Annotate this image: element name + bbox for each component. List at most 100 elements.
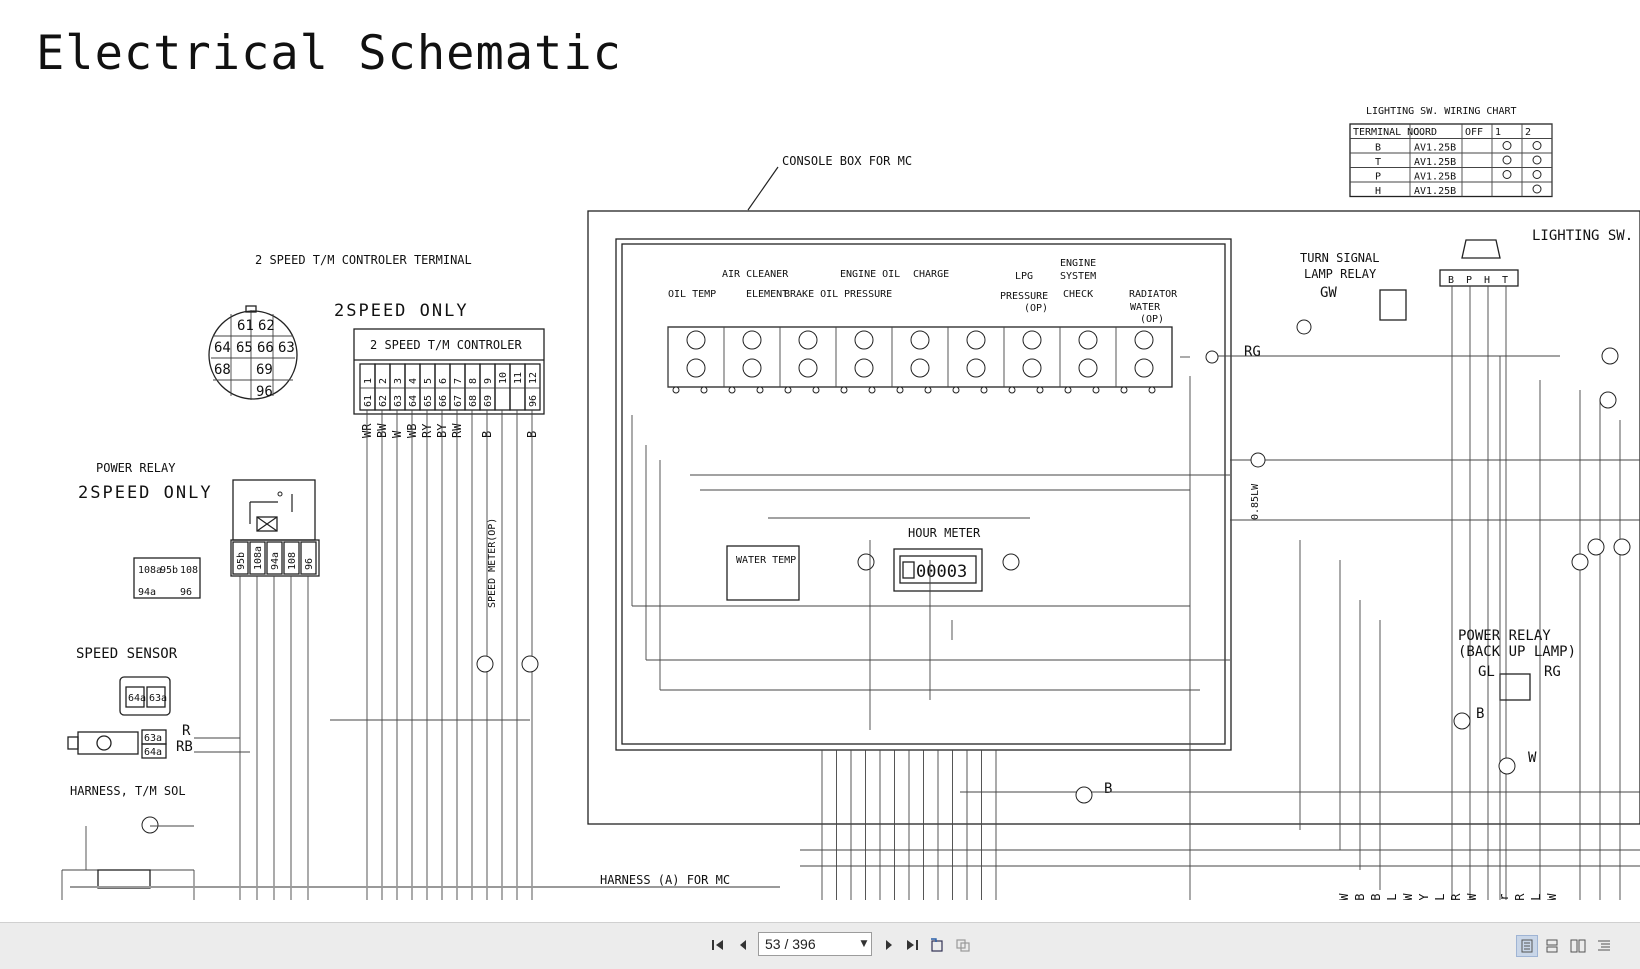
controller-label: 2 SPEED T/M CONTROLER [370,338,522,352]
wiring-chart-header: 1 [1495,127,1501,138]
rotate-icon[interactable] [926,934,948,956]
controller-wire: 63 [393,395,404,407]
terminal-cell: 68 [214,362,231,378]
harness-tm-sol-label: HARNESS, T/M SOL [70,784,186,798]
speed-sensor-label: SPEED SENSOR [76,646,178,662]
terminal-cell: 96 [256,384,273,400]
single-page-icon[interactable] [1516,935,1538,957]
wiring-chart-header: OFF [1465,127,1483,138]
indicator-label: OIL TEMP [668,289,716,300]
controller-wire: 66 [438,395,449,407]
wiring-chart-header: 2 [1525,127,1531,138]
wiring-chart-terminal: B [1375,143,1381,154]
relay-pin: 94a [270,552,281,570]
terminal-cell: 65 [236,340,253,356]
relay-block-cell: 95b [160,565,178,576]
terminal-cell: 62 [258,318,275,334]
controller-pin: 7 [453,378,464,384]
wiring-chart-cord: AV1.25B [1414,186,1456,197]
indicator-label: (OP) [1024,303,1048,314]
chevron-down-icon[interactable]: ▼ [860,939,868,949]
bottom-wire-color: BR [1449,893,1463,900]
controller-wire: 62 [378,395,389,407]
lamp-relay-label: LAMP RELAY [1304,267,1377,281]
relay-block-cell: 108a [138,565,162,576]
svg-text:GL: GL [1478,664,1495,680]
terminal-cell: 61 [237,318,254,334]
prev-page-icon[interactable] [732,934,754,956]
indicator-label: (OP) [1140,314,1164,325]
bottom-wire-color: GL [1433,894,1447,900]
indicator-label: CHECK [1063,289,1093,300]
bottom-wire-color: GW [1401,893,1415,900]
two-page-icon[interactable] [1567,935,1589,957]
svg-text:64a: 64a [128,693,146,704]
horizontal-scrollbar[interactable] [70,886,780,888]
backup-relay [1499,673,1531,701]
terminal-cell: 64 [214,340,231,356]
relay-pin: 108a [253,546,264,570]
relay-pin: 96 [304,558,315,570]
wiring-chart-cord: AV1.25B [1414,172,1456,183]
terminal-cell: 69 [256,362,273,378]
harness-a-label: HARNESS (A) FOR MC [600,873,730,887]
indicator-label: CHARGE [913,269,949,280]
hour-meter [893,548,983,592]
water-temp-gauge [726,545,800,601]
indicator-label: SYSTEM [1060,271,1096,282]
indicator-label: BRAKE OIL [784,289,838,300]
wiring-chart-terminal: T [1375,157,1381,168]
svg-text:R: R [182,723,191,739]
page-title: Electrical Schematic [36,26,622,81]
svg-text:RB: RB [176,739,193,755]
speed-sensor-connector [119,676,171,716]
continuous-icon[interactable] [1541,935,1563,957]
fit-icon[interactable] [952,934,974,956]
lighting-switch-connector [1439,269,1519,287]
first-page-icon[interactable] [707,934,729,956]
controller-pin: 10 [498,372,509,384]
svg-text:63a: 63a [149,693,167,704]
relay-symbol [232,479,316,541]
page-number-field[interactable]: 53 / 396 ▼ [758,932,872,956]
pdf-toolbar: 53 / 396 ▼ [0,922,1640,969]
controller-wire: 96 [528,395,539,407]
relay-block-cell: 96 [180,587,192,598]
bottom-wire-color: GB [1353,894,1367,900]
indicator-label: LPG [1015,271,1033,282]
backup-lamp-label: (BACK UP LAMP) [1458,644,1576,660]
next-page-icon[interactable] [878,934,900,956]
controller-pin: 3 [393,378,404,384]
wiring-chart-cord: AV1.25B [1414,157,1456,168]
indicator-label: WATER [1130,302,1161,313]
controller-wire: 61 [363,395,374,407]
relay-two-speed-label: 2SPEED ONLY [78,483,213,503]
bottom-wire-color: RW [1337,893,1351,900]
relay-pin: 108 [287,552,298,570]
controller-wire: 68 [468,395,479,407]
indicator-label: ENGINE OIL [840,269,900,280]
wiring-chart-terminal: P [1375,172,1381,183]
indicator-label: ENGINE [1060,258,1096,269]
bottom-wire-color: BR [1513,893,1527,900]
controller-pin: 8 [468,378,479,384]
power-relay-label: POWER RELAY [96,461,176,475]
console-box [587,210,1640,825]
relay-block-cell: 94a [138,587,156,598]
controller-pin: 4 [408,378,419,384]
controller-pin: 1 [363,378,374,384]
document-viewer[interactable]: Electrical Schematic 2 SPEED T/M CONTROL… [0,0,1640,922]
controller-pin: 12 [528,372,539,384]
last-page-icon[interactable] [901,934,923,956]
controller-wire: 65 [423,395,434,407]
lighting-pin: B [1448,275,1454,286]
bottom-wire-color: GW [1545,893,1559,900]
controller-wire: 69 [483,395,494,407]
hour-meter-value: 00003 [916,562,967,582]
bottom-wire-color: BY [1417,893,1431,900]
outline-icon[interactable] [1593,935,1615,957]
page-indicator[interactable]: 53 / 396 [765,936,816,952]
controller-box [353,328,545,415]
wiring-chart-cord: AV1.25B [1414,143,1456,154]
